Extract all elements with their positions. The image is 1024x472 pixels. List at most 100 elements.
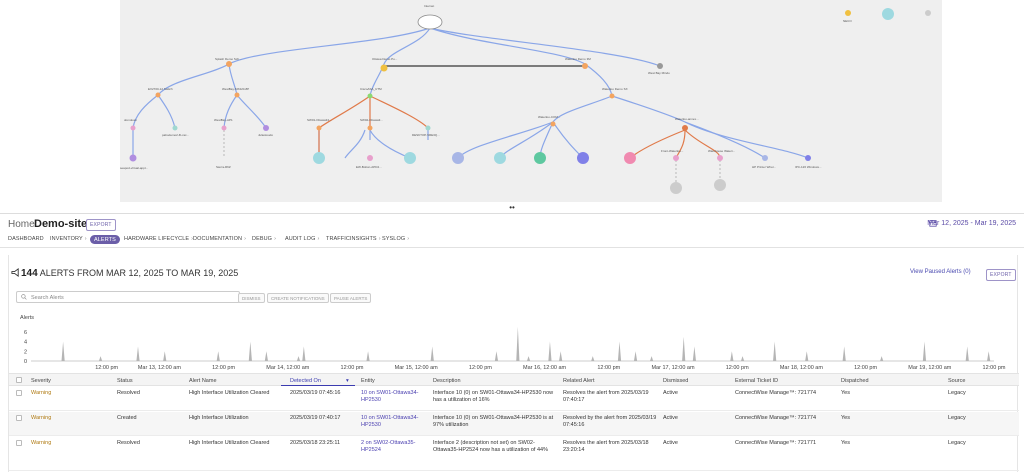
row-checkbox[interactable] (16, 390, 22, 396)
alerts-heading: 144 ALERTS FROM MAR 12, 2025 TO MAR 19, … (21, 268, 238, 279)
table-row[interactable]: Warning Resolved High Interface Utilizat… (9, 387, 1019, 411)
cell-ticket: ConnectWise Manage™: 721774 (735, 415, 817, 421)
col-dismissed[interactable]: Dismissed (663, 378, 689, 384)
tab-inventory[interactable]: INVENTORY› (50, 236, 87, 242)
node-label-hpprinter: HP Printer Wirel... (752, 165, 776, 169)
x-tick-label: Mar 14, 12:00 am (266, 365, 310, 371)
pause-alerts-button[interactable]: PAUSE ALERTS (330, 293, 372, 303)
tab-dashboard[interactable]: DASHBOARD (8, 236, 44, 242)
chart-bar (61, 341, 65, 361)
cell-dismissed: Active (663, 415, 678, 421)
col-source[interactable]: Source (948, 378, 966, 384)
tab-label: DASHBOARD (8, 236, 44, 242)
link (383, 27, 431, 65)
y-tick-label: 0 (24, 359, 27, 365)
home-label: Home: (8, 219, 38, 230)
table-row[interactable]: Warning Resolved High Interface Utilizat… (9, 437, 1019, 471)
node-label-sw01: SW01-Ottawa34... (307, 118, 332, 122)
tab-audit-log[interactable]: AUDIT LOG› (285, 236, 319, 242)
link (429, 27, 586, 65)
col-dispatched[interactable]: Dispatched (841, 378, 869, 384)
cell-ticket: ConnectWise Manage™: 721771 (735, 440, 817, 446)
x-tick-label: 12:00 pm (983, 365, 1006, 371)
cell-entity-link[interactable]: 10 on SW01-Ottawa34-HP2530 (361, 415, 419, 428)
cell-severity: Warning (31, 440, 52, 446)
legend-node-gray (925, 10, 931, 16)
link (228, 27, 431, 65)
tab-documentation[interactable]: DOCUMENTATION› (193, 236, 246, 242)
cell-detected-on: 2025/03/19 07:45:16 (290, 390, 341, 396)
cell-alert-name: High Interface Utilization Cleared (189, 390, 270, 396)
table-header: Severity Status Alert Name Detected On ▾… (9, 373, 1019, 386)
alerts-export-button[interactable]: EXPORT (986, 269, 1016, 281)
cell-ticket: ConnectWise Manage™: 721774 (735, 390, 817, 396)
link (629, 129, 686, 159)
chart-bar (922, 341, 927, 361)
chevron-right-icon: › (191, 236, 194, 242)
node-pabodemo (172, 125, 178, 131)
resize-handle-icon[interactable]: •• (509, 203, 515, 212)
link (684, 121, 766, 159)
node-label-westbayap: WestBay-AP1 (214, 118, 233, 122)
header-export-button[interactable]: EXPORT (86, 219, 116, 231)
site-name: Demo-site1 (34, 218, 94, 230)
date-range-picker[interactable]: Mar 12, 2025 - Mar 19, 2025 (927, 220, 1016, 227)
col-related-alert[interactable]: Related Alert (563, 378, 595, 384)
chart-bar (98, 356, 103, 361)
chart-bar (805, 351, 809, 361)
col-severity[interactable]: Severity (31, 378, 51, 384)
view-paused-alerts-link[interactable]: View Paused Alerts (0) (910, 269, 971, 275)
node-sw02 (367, 125, 373, 131)
network-topology-map[interactable]: Internet Splash Demo Sch... Ottawa Demo … (120, 0, 942, 202)
topology-svg: Internet Splash Demo Sch... Ottawa Demo … (120, 4, 931, 194)
tab-trafficinsights[interactable]: TRAFFICINSIGHTS› (326, 236, 381, 242)
chart-bar (366, 351, 370, 361)
calendar-icon[interactable] (929, 219, 937, 227)
node-waterloo (582, 63, 588, 69)
col-ticket[interactable]: External Ticket ID (735, 378, 779, 384)
col-status[interactable]: Status (117, 378, 133, 384)
node-label-domokun: domokum (124, 118, 138, 122)
col-description[interactable]: Description (433, 378, 461, 384)
row-checkbox[interactable] (16, 440, 22, 446)
dismiss-button[interactable]: DISMISS (238, 293, 265, 303)
internet-cloud-icon (417, 14, 443, 30)
select-all-checkbox[interactable] (16, 377, 22, 383)
cell-description: Interface 10 (0) on SW01-Ottawa34-HP2530… (433, 390, 554, 403)
chart-bar (617, 341, 622, 361)
row-checkbox[interactable] (16, 415, 22, 421)
sort-underline (281, 385, 355, 386)
link (157, 94, 176, 129)
search-alerts-input[interactable]: Search Alerts (16, 291, 240, 303)
x-tick-label: Mar 15, 12:00 am (395, 365, 439, 371)
node-hpprinter (762, 155, 768, 161)
x-tick-label: Mar 16, 12:00 am (523, 365, 567, 371)
sort-desc-icon[interactable]: ▾ (346, 378, 349, 384)
tab-hardware-lifecycle[interactable]: HARDWARE LIFECYCLE› (124, 236, 193, 242)
cell-entity-link[interactable]: 2 on SW02-Ottawa35-HP2524 (361, 440, 416, 453)
cell-entity-link[interactable]: 10 on SW01-Ottawa34-HP2530 (361, 390, 419, 403)
x-tick-label: 12:00 pm (597, 365, 620, 371)
chart-bar (880, 356, 884, 361)
tab-label: INVENTORY (50, 236, 83, 242)
x-tick-label: 12:00 pm (341, 365, 364, 371)
col-detected-on[interactable]: Detected On (290, 378, 321, 384)
node-sw01 (316, 125, 322, 131)
cell-dismissed: Active (663, 440, 678, 446)
chart-bar (136, 346, 140, 361)
col-alert-name[interactable]: Alert Name (189, 378, 217, 384)
chart-bar (591, 356, 595, 361)
node-ciscoasa (367, 93, 373, 99)
node-seapod (129, 154, 137, 162)
link (318, 95, 371, 129)
col-entity[interactable]: Entity (361, 378, 375, 384)
x-tick-label: 12:00 pm (726, 365, 749, 371)
tab-alerts[interactable]: ALERTS (90, 235, 120, 244)
tab-syslog[interactable]: SYSLOG› (382, 236, 409, 242)
create-notifications-button[interactable]: CREATE NOTIFICATIONS (267, 293, 329, 303)
table-row[interactable]: Warning Created High Interface Utilizati… (9, 412, 1019, 436)
tab-debug[interactable]: DEBUG› (252, 236, 276, 242)
alerts-count: 144 (21, 268, 38, 279)
cell-source: Legacy (948, 440, 966, 446)
x-tick-label: Mar 13, 12:00 am (138, 365, 182, 371)
